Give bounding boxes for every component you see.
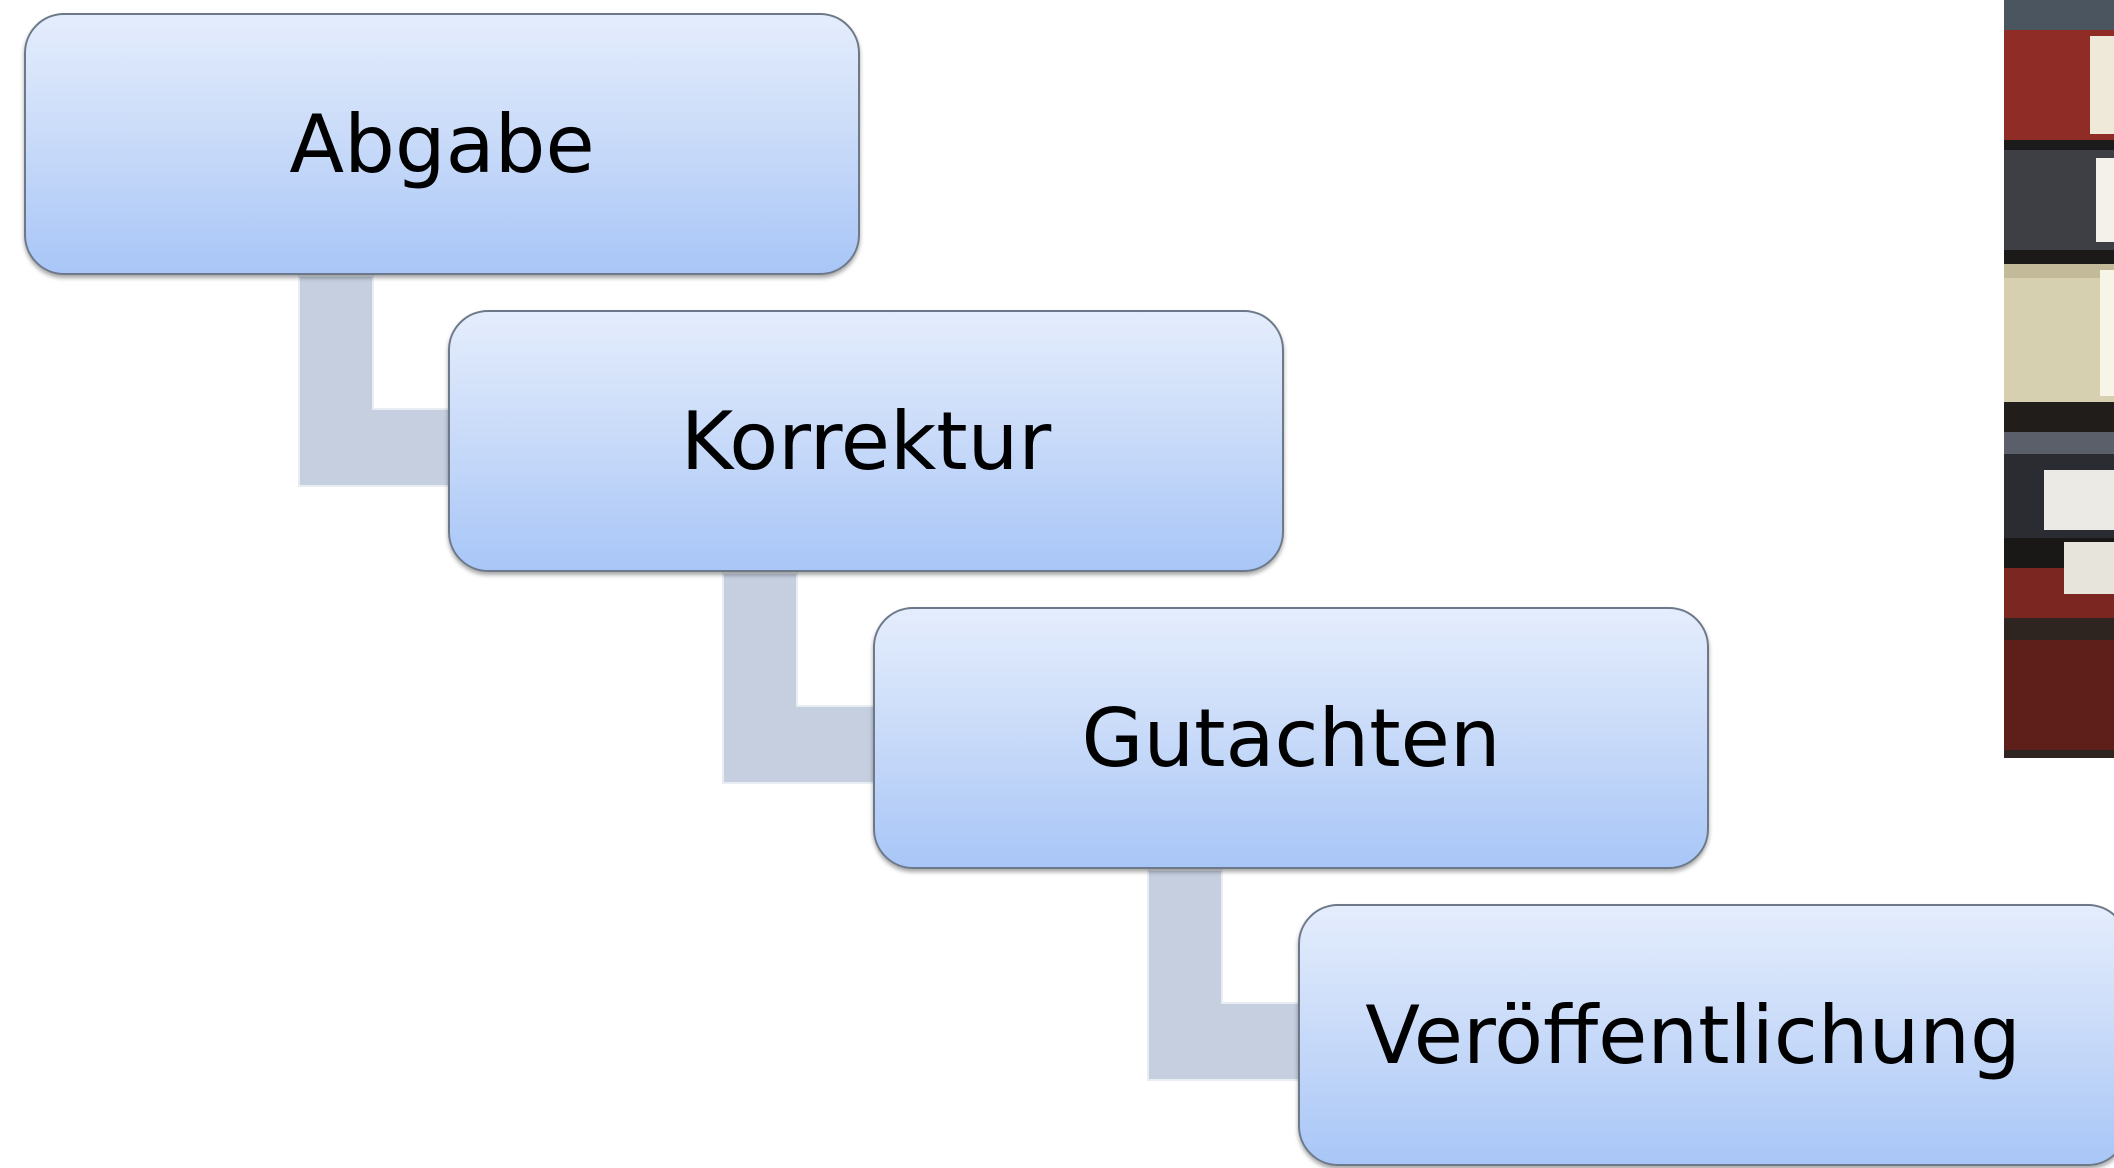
step-label-korrektur: Korrektur [680,394,1052,488]
connector-korrektur-gutachten [722,572,882,784]
step-label-veroeffentlichung: Veröffentlichung [1365,988,2021,1082]
step-box-gutachten: Gutachten [873,607,1709,869]
step-box-veroeffentlichung: Veröffentlichung [1298,904,2114,1166]
connector-abgabe-korrektur [298,275,458,487]
step-label-gutachten: Gutachten [1081,691,1501,785]
books-stack-image [2004,0,2114,758]
step-label-abgabe: Abgabe [289,97,595,191]
connector-gutachten-veroeffentlichung [1147,869,1307,1081]
step-box-korrektur: Korrektur [448,310,1284,572]
step-box-abgabe: Abgabe [24,13,860,275]
